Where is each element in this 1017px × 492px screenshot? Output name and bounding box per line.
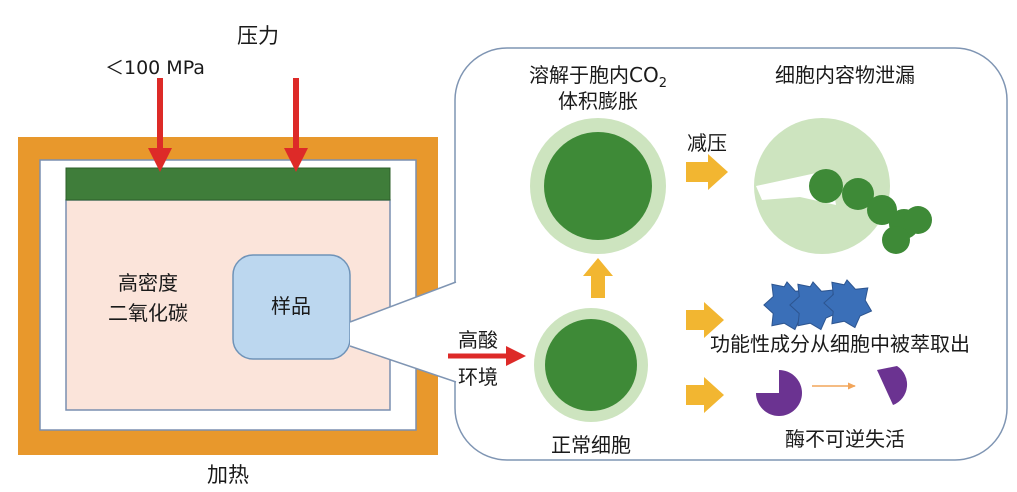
normal-cell-inner (545, 319, 637, 411)
acid-label-line1: 高酸 (458, 328, 498, 352)
star-compound (823, 279, 873, 329)
normal-cell-label: 正常细胞 (551, 433, 631, 457)
active-enzyme (756, 370, 802, 416)
zoom-callout-mask (350, 282, 456, 382)
acid-label-line2: 环境 (458, 365, 498, 389)
zoom-callout-line-top (349, 281, 457, 323)
inactivation-arrow (686, 377, 724, 413)
extraction-arrow (686, 302, 724, 338)
content-blob (809, 169, 843, 203)
co2-expand-label-line2: 体积膨胀 (558, 89, 638, 113)
sample-label: 样品 (271, 294, 311, 318)
zoom-panel (454, 47, 1008, 461)
inactive-enzyme (877, 366, 908, 405)
expansion-up-arrow (583, 258, 613, 298)
extracted-compounds (763, 279, 873, 331)
enzyme-inactivation-label: 酶不可逆失活 (785, 427, 905, 451)
expanded-cell-inner (544, 132, 652, 240)
content-blob (842, 178, 874, 210)
depressurize-arrow (686, 154, 728, 190)
depressurize-label: 减压 (687, 131, 727, 155)
zoom-callout-line-bottom (349, 345, 457, 383)
content-blob (867, 195, 897, 225)
content-blob (904, 206, 932, 234)
dense-co2-label-line1: 高密度 (118, 271, 178, 295)
heating-label: 加热 (207, 463, 249, 487)
content-blob (882, 226, 910, 254)
sample-box (232, 254, 351, 360)
dense-co2-label-line2: 二氧化碳 (108, 301, 188, 325)
pressure-value-label: ＜100 MPa (105, 57, 205, 79)
extraction-label: 功能性成分从细胞中被萃取出 (710, 332, 970, 356)
pressure-label: 压力 (237, 24, 279, 48)
co2-expand-label-line1: 溶解于胞内CO2 (529, 63, 667, 91)
leaking-contents (809, 169, 932, 254)
piston-plate (65, 167, 391, 201)
leakage-label: 细胞内容物泄漏 (775, 63, 915, 87)
